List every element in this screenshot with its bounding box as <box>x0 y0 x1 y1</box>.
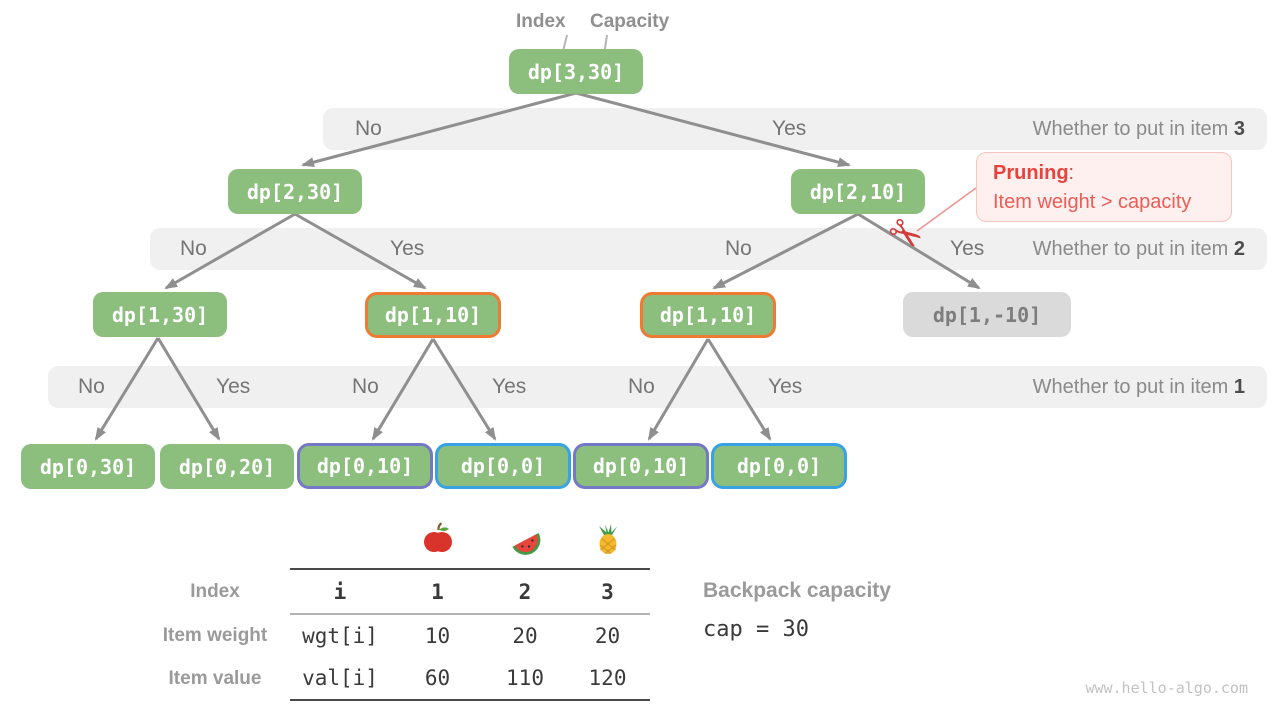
watermark: www.hello-algo.com <box>1085 679 1248 697</box>
index-pointer-label: Index <box>516 11 566 32</box>
dp-node-highlight-purple: dp[0,10] <box>297 443 433 489</box>
question-item-number: 3 <box>1233 117 1245 140</box>
branch-label-no: No <box>628 375 655 398</box>
header-cell: 1 <box>390 568 485 615</box>
decision-band-item3: No Yes Whether to put in item 3 <box>323 108 1267 150</box>
band-question: Whether to put in item 3 <box>1033 108 1245 150</box>
dp-node: dp[1,30] <box>93 292 227 337</box>
cell-val-3: 120 <box>565 657 650 701</box>
dp-node-root: dp[3,30] <box>509 49 643 94</box>
dp-node: dp[0,20] <box>160 444 294 489</box>
dp-node-highlight-purple: dp[0,10] <box>573 443 709 489</box>
cell-wgt-name: wgt[i] <box>302 624 378 648</box>
band-question: Whether to put in item 1 <box>1033 366 1245 408</box>
branch-label-yes: Yes <box>390 237 425 260</box>
pineapple-icon <box>565 514 650 569</box>
row-label-index: Index <box>190 580 240 602</box>
capacity-pointer-label: Capacity <box>590 11 670 32</box>
cell-val-name: val[i] <box>290 657 390 701</box>
dp-node-highlight-blue: dp[0,0] <box>435 443 571 489</box>
decision-band-item2: No Yes No Yes Whether to put in item 2 <box>150 228 1267 270</box>
table-row-value: Item value val[i] 60 110 120 <box>140 657 650 701</box>
dp-node-highlight-blue: dp[0,0] <box>711 443 847 489</box>
item-table: Index i 1 2 3 Item weight wgt[i] 10 20 2… <box>140 514 650 701</box>
cell-val-1: 60 <box>390 657 485 701</box>
pruning-callout: Pruning: Item weight > capacity <box>976 152 1232 222</box>
branch-label-no: No <box>180 237 207 260</box>
header-cell: i <box>290 568 390 615</box>
branch-label-yes: Yes <box>216 375 251 398</box>
pruning-title: Pruning <box>993 162 1069 184</box>
watermelon-icon <box>485 514 565 569</box>
branch-label-no: No <box>725 237 752 260</box>
band-question: Whether to put in item 2 <box>1033 228 1245 270</box>
cell-wgt-1: 10 <box>424 624 451 648</box>
cell-val-2: 110 <box>485 657 565 701</box>
branch-label-no: No <box>78 375 105 398</box>
question-text: Whether to put in item <box>1032 375 1234 398</box>
branch-label-yes: Yes <box>950 237 985 260</box>
question-text: Whether to put in item <box>1032 237 1234 260</box>
branch-label-no: No <box>352 375 379 398</box>
branch-label-yes: Yes <box>772 117 807 140</box>
dp-node-highlight-orange: dp[1,10] <box>640 292 776 338</box>
dp-node: dp[2,10] <box>791 169 925 214</box>
header-cell: 3 <box>565 568 650 615</box>
backpack-capacity-label: Backpack capacity <box>703 579 891 602</box>
cell-wgt-3: 20 <box>594 624 621 648</box>
branch-label-yes: Yes <box>492 375 527 398</box>
dp-node: dp[0,30] <box>21 444 155 489</box>
item-data-table: Index i 1 2 3 Item weight wgt[i] 10 20 2… <box>140 514 650 701</box>
apple-icon <box>390 514 485 569</box>
dp-node-highlight-orange: dp[1,10] <box>365 292 501 338</box>
pruning-reason: Item weight > capacity <box>993 191 1192 213</box>
backpack-capacity-value: cap = 30 <box>703 617 809 642</box>
backpack-capacity-block: Backpack capacity cap = 30 <box>703 579 891 642</box>
table-row-weight: Item weight wgt[i] 10 20 20 <box>140 614 650 657</box>
dp-node: dp[2,30] <box>228 169 362 214</box>
dp-node-pruned: dp[1,-10] <box>903 292 1071 337</box>
cell-wgt-2: 20 <box>512 624 538 648</box>
table-header-row: Index i 1 2 3 <box>140 568 650 615</box>
branch-label-yes: Yes <box>768 375 803 398</box>
question-item-number: 1 <box>1233 375 1245 398</box>
decision-band-item1: No Yes No Yes No Yes Whether to put in i… <box>48 366 1267 408</box>
pruning-colon: : <box>1068 162 1075 184</box>
question-text: Whether to put in item <box>1032 117 1234 140</box>
row-label-value: Item value <box>168 667 262 689</box>
row-label-weight: Item weight <box>162 624 268 646</box>
branch-label-no: No <box>355 117 382 140</box>
question-item-number: 2 <box>1233 237 1245 260</box>
fruit-row <box>140 514 650 569</box>
header-cell: 2 <box>485 568 565 615</box>
